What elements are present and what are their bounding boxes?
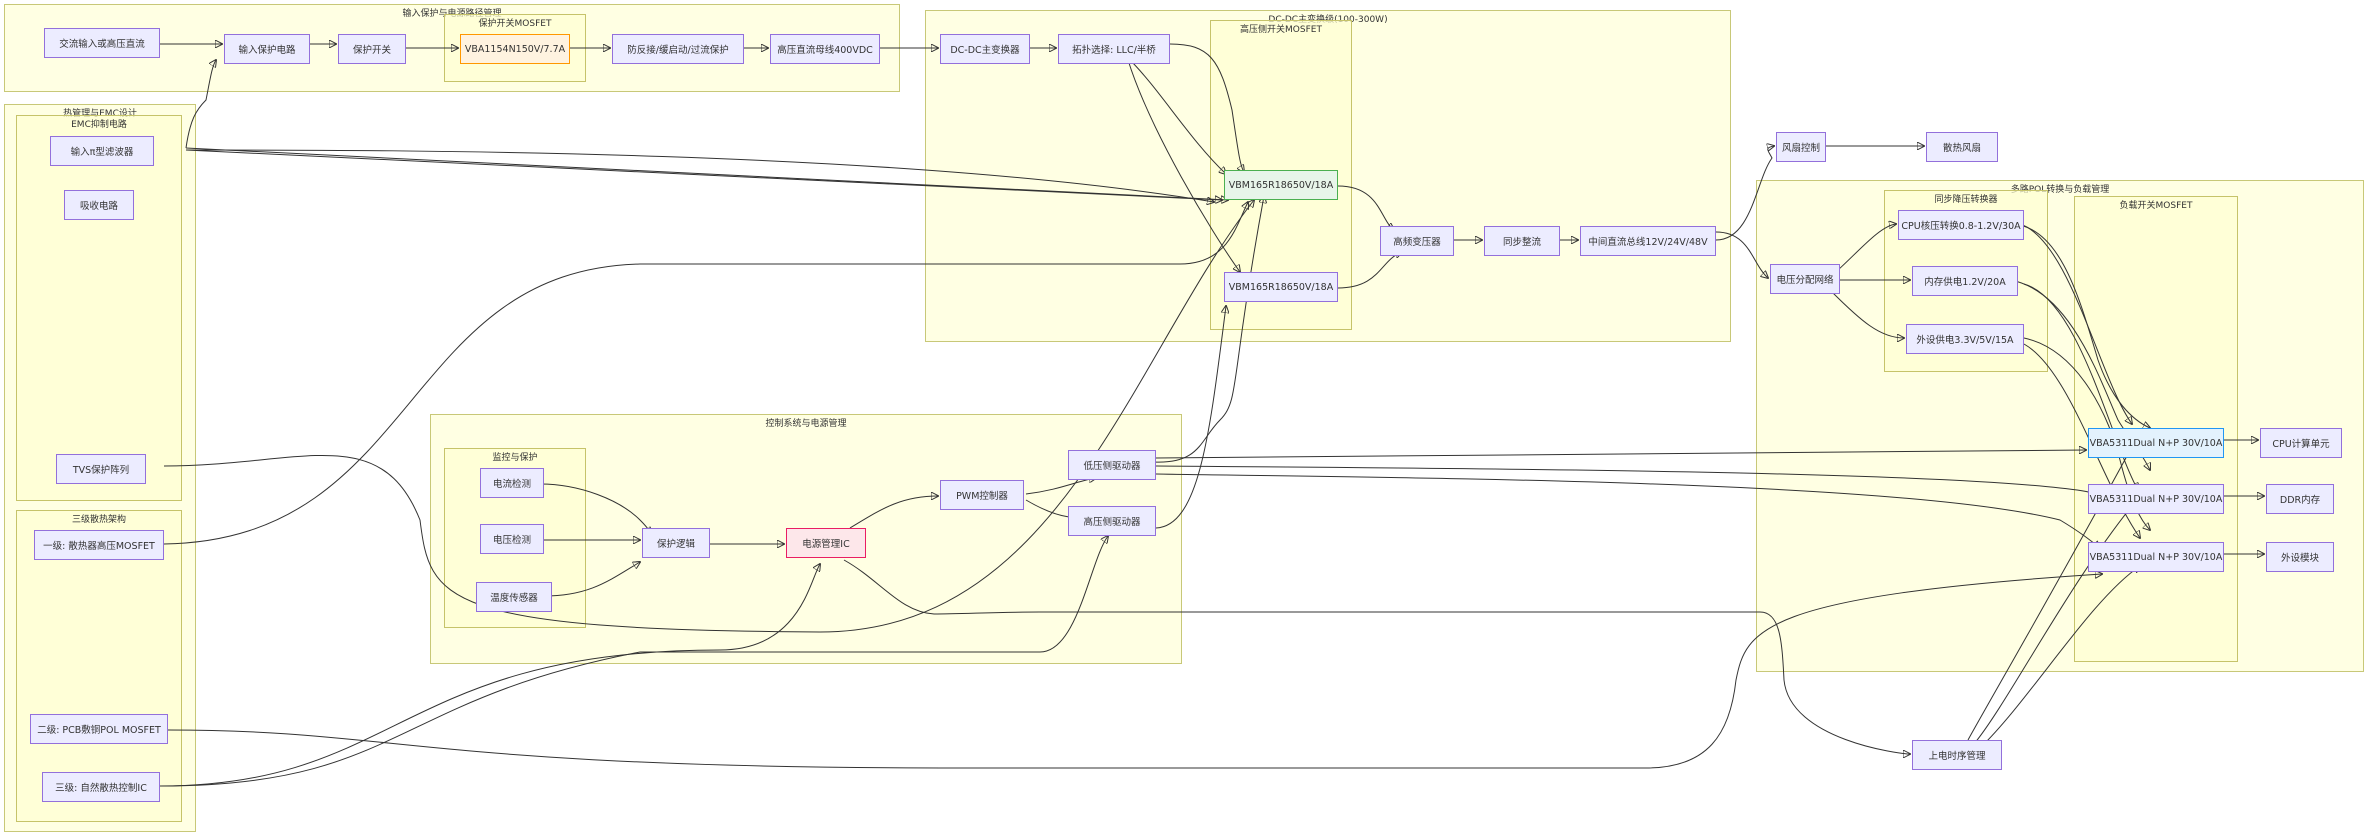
node-topology[interactable]: 拓扑选择: LLC/半桥 (1058, 34, 1170, 64)
node-ls-driver[interactable]: 低压侧驱动器 (1068, 450, 1156, 480)
node-mem-buck[interactable]: 内存供电1.2V/20A (1912, 266, 2018, 296)
node-ddr[interactable]: DDR内存 (2266, 484, 2334, 514)
node-hf-transformer[interactable]: 高频变压器 (1380, 226, 1454, 256)
cluster-label: 高压侧开关MOSFET (1240, 25, 1322, 35)
node-hs-driver[interactable]: 高压侧驱动器 (1068, 506, 1156, 536)
node-vba5311-periph[interactable]: VBA5311Dual N+P 30V/10A (2088, 542, 2224, 572)
cluster-label: 保护开关MOSFET (478, 19, 552, 29)
node-pmic[interactable]: 电源管理IC (786, 528, 866, 558)
cluster-label: 三级散热架构 (71, 515, 126, 525)
node-vba5311-cpu[interactable]: VBA5311Dual N+P 30V/10A (2088, 428, 2224, 458)
node-periph-buck[interactable]: 外设供电3.3V/5V/15A (1906, 324, 2024, 354)
node-fan-control[interactable]: 风扇控制 (1776, 132, 1826, 162)
node-input-protect[interactable]: 输入保护电路 (224, 34, 310, 64)
node-ac-input[interactable]: 交流输入或高压直流 (44, 28, 160, 58)
node-power-sequence[interactable]: 上电时序管理 (1912, 740, 2002, 770)
cluster-cooling: 三级散热架构 (16, 510, 182, 822)
node-cooling-level3[interactable]: 三级: 自然散热控制IC (42, 772, 160, 802)
node-vba1154n-mosfet[interactable]: VBA1154N150V/7.7A (460, 34, 570, 64)
node-voltage-dist[interactable]: 电压分配网络 (1770, 264, 1840, 294)
node-current-detect[interactable]: 电流检测 (480, 468, 544, 498)
cluster-label: 负载开关MOSFET (2119, 201, 2193, 211)
node-periph-module[interactable]: 外设模块 (2266, 542, 2334, 572)
cluster-label: 热管理与EMC设计 (63, 109, 137, 119)
node-vbm165r-bottom[interactable]: VBM165R18650V/18A (1224, 272, 1338, 302)
node-cooling-level1[interactable]: 一级: 散热器高压MOSFET (34, 530, 164, 560)
node-cooling-level2[interactable]: 二级: PCB敷铜POL MOSFET (30, 714, 168, 744)
node-vba5311-ddr[interactable]: VBA5311Dual N+P 30V/10A (2088, 484, 2224, 514)
node-snubber[interactable]: 吸收电路 (64, 190, 134, 220)
cluster-label: 监控与保护 (492, 453, 538, 463)
cluster-pol: 多路POL转换与负载管理 (1756, 180, 2364, 672)
cluster-label: 控制系统与电源管理 (765, 419, 847, 429)
node-sync-rect[interactable]: 同步整流 (1484, 226, 1560, 256)
node-mid-bus[interactable]: 中间直流总线12V/24V/48V (1580, 226, 1716, 256)
node-protect-switch[interactable]: 保护开关 (338, 34, 406, 64)
node-temp-sensor[interactable]: 温度传感器 (476, 582, 552, 612)
cluster-label: 多路POL转换与负载管理 (2010, 185, 2110, 195)
node-fan[interactable]: 散热风扇 (1926, 132, 1998, 162)
node-cpu-unit[interactable]: CPU计算单元 (2260, 428, 2342, 458)
node-vbm165r-top[interactable]: VBM165R18650V/18A (1224, 170, 1338, 200)
node-hv-bus[interactable]: 高压直流母线400VDC (770, 34, 880, 64)
cluster-label: EMC抑制电路 (71, 120, 127, 130)
node-dcdc-main[interactable]: DC-DC主变换器 (940, 34, 1030, 64)
node-pwm-controller[interactable]: PWM控制器 (940, 480, 1024, 510)
node-input-filter[interactable]: 输入π型滤波器 (50, 136, 154, 166)
node-cpu-buck[interactable]: CPU核压转换0.8-1.2V/30A (1898, 210, 2024, 240)
node-protect-logic[interactable]: 保护逻辑 (642, 528, 710, 558)
node-tvs[interactable]: TVS保护阵列 (56, 454, 146, 484)
cluster-label: 同步降压转换器 (1934, 195, 1998, 205)
cluster-emc-suppress: EMC抑制电路 (16, 115, 182, 501)
node-voltage-detect[interactable]: 电压检测 (480, 524, 544, 554)
node-anti-reverse[interactable]: 防反接/缓启动/过流保护 (612, 34, 744, 64)
